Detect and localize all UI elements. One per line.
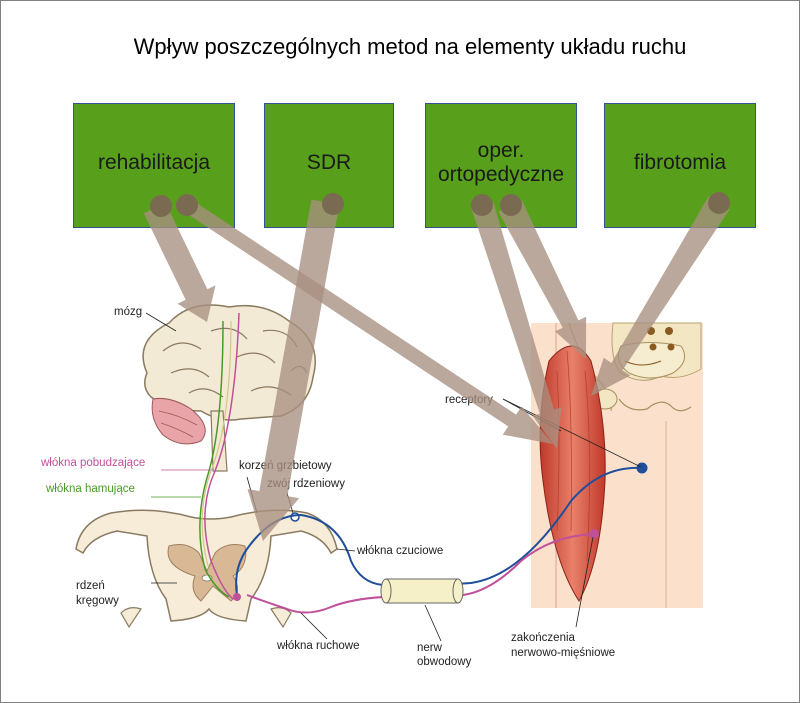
neuromuscular-dot [589,529,599,539]
label-wlokna-hamujace: włókna hamujące [45,483,135,495]
spinal-cord-illustration [75,509,338,629]
box-fibrotomia: fibrotomia [604,103,756,228]
label-kregowy: kręgowy [76,595,119,607]
label-obwodowy: obwodowy [417,656,472,668]
effect-arrows [143,196,730,541]
peripheral-nerve-cylinder [380,578,464,604]
label-mozg: mózg [114,306,142,318]
sensory-fiber [235,466,642,596]
inhibitory-fiber [199,320,230,598]
label-zakonczenia: zakończenia [511,632,576,644]
label-wlokna-ruchowe: włókna ruchowe [276,640,359,652]
leader-lines [145,312,642,642]
arrow-origin-dots [150,192,730,217]
arrow-fibrotomia-hip [591,196,730,396]
label-wlokna-czuciowe: włókna czuciowe [356,545,443,557]
label-nerwowo-miesniowe: nerwowo-mięśniowe [511,647,615,659]
diagram-title: Wpływ poszczególnych metod na elementy u… [133,34,687,59]
excitatory-fiber [204,312,240,600]
box-sdr: SDR [264,103,394,228]
receptor-dot [636,462,648,474]
nerve-fibers [199,312,648,614]
arrow-rehabilitacja-brain [143,202,216,322]
label-rdzen: rdzeń [76,580,105,592]
arrow-rehabilitacja-receptory [181,198,553,444]
label-wlokna-pobudzajace: włókna pobudzające [40,457,145,469]
motor-fiber [246,533,595,614]
arrow-oper-leg-2 [498,200,587,359]
label-nerw: nerw [417,642,443,654]
arrow-oper-leg-1 [471,202,562,449]
arrow-sdr-korzen [247,199,340,541]
